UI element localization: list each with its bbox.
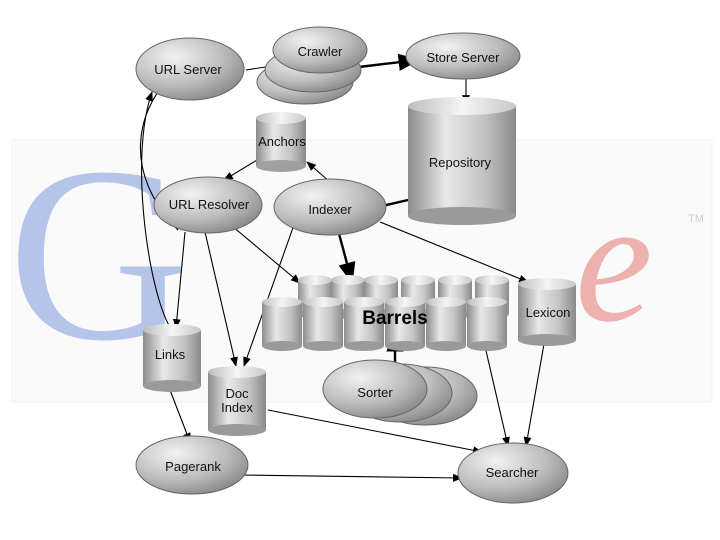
edge-urlresolver-barrels bbox=[231, 225, 301, 284]
node-store-server: Store Server bbox=[405, 32, 521, 80]
edge-indexer-barrels bbox=[336, 229, 356, 285]
node-url-resolver: URL Resolver bbox=[153, 176, 263, 234]
node-url-server: URL Server bbox=[135, 37, 245, 101]
edge-pagerank-searcher bbox=[239, 473, 463, 482]
node-links: Links bbox=[143, 324, 201, 392]
node-crawler: Crawler bbox=[256, 26, 368, 105]
barrel-cylinder bbox=[262, 297, 302, 351]
barrel-cylinder bbox=[385, 297, 425, 351]
edge-indexer-lexicon bbox=[379, 221, 529, 283]
edge-crawler-storeserver bbox=[349, 53, 421, 71]
logo-letter-e: e bbox=[575, 164, 653, 358]
sorter-label: Sorter bbox=[357, 385, 393, 400]
edge-urlserver-urlresolver bbox=[141, 91, 173, 331]
node-indexer: Indexer bbox=[273, 178, 387, 236]
barrel-cylinder bbox=[303, 297, 343, 351]
url-resolver-label: URL Resolver bbox=[169, 197, 250, 212]
edge-urlresolver-links bbox=[172, 231, 186, 329]
barrel-cylinder bbox=[467, 297, 507, 351]
lexicon-label: Lexicon bbox=[526, 305, 571, 320]
edge-links-pagerank bbox=[169, 389, 191, 443]
node-anchors: Anchors bbox=[256, 112, 306, 172]
barrels-label: Barrels bbox=[362, 308, 428, 329]
edge-docindex-searcher bbox=[267, 409, 483, 455]
store-server-label: Store Server bbox=[427, 50, 501, 65]
edge-indexer-docindex bbox=[243, 221, 296, 367]
edge-anchors-urlresolver bbox=[223, 156, 263, 181]
node-repository: Repository bbox=[408, 97, 516, 225]
node-lexicon: Lexicon bbox=[518, 278, 576, 346]
node-doc-index: Doc Index bbox=[208, 366, 266, 436]
edge-lexicon-searcher bbox=[523, 343, 545, 447]
barrel-cylinder bbox=[426, 297, 466, 351]
barrel-cylinder bbox=[344, 297, 384, 351]
node-barrels: Barrels bbox=[262, 275, 509, 351]
repository-label: Repository bbox=[429, 155, 492, 170]
background-logo: G e TM bbox=[8, 116, 713, 403]
node-pagerank: Pagerank bbox=[135, 435, 249, 495]
pagerank-label: Pagerank bbox=[165, 459, 221, 474]
edge-barrels-searcher bbox=[483, 341, 510, 447]
indexer-label: Indexer bbox=[308, 202, 352, 217]
searcher-label: Searcher bbox=[486, 465, 539, 480]
doc-index-label-line1: Doc bbox=[225, 386, 249, 401]
node-sorter: Sorter bbox=[322, 359, 478, 426]
logo-trademark: TM bbox=[688, 213, 704, 225]
url-server-label: URL Server bbox=[154, 62, 222, 77]
doc-index-label-line2: Index bbox=[221, 400, 253, 415]
crawler-label: Crawler bbox=[298, 44, 343, 59]
anchors-label: Anchors bbox=[258, 134, 306, 149]
links-label: Links bbox=[155, 347, 186, 362]
node-searcher: Searcher bbox=[457, 442, 569, 504]
edge-urlresolver-docindex bbox=[204, 231, 238, 367]
